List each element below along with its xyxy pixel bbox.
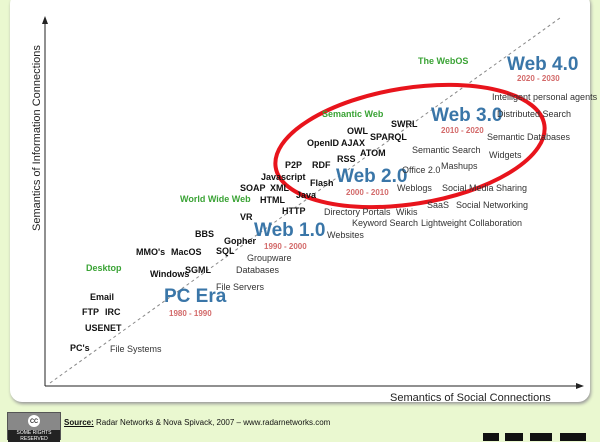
cut-off-logo-fragment [560,433,586,441]
tech-label: USENET [85,323,122,333]
app-label: Office 2.0 [402,165,441,175]
app-label: Weblogs [397,183,432,193]
tech-label: XML [270,183,289,193]
app-label: Websites [327,230,364,240]
tech-label: Javascript [261,172,306,182]
tech-label: P2P [285,160,303,170]
tech-label: OpenID [307,138,340,148]
cut-off-logo-fragment [483,433,499,441]
tech-label: Java [296,190,317,200]
trend-line [49,17,561,384]
era-title: Web 3.0 [431,105,503,126]
x-axis-arrow [576,383,584,389]
tech-label: Windows [150,269,190,279]
category-label: Semantic Web [322,109,384,119]
y-axis-arrow [42,16,48,24]
tech-label: SOAP [240,183,266,193]
era-title: PC Era [164,286,227,307]
tech-label: AJAX [341,138,366,148]
source-credit: Source: Radar Networks & Nova Spivack, 2… [64,418,330,427]
tech-label: Gopher [224,236,257,246]
era-years: 2010 - 2020 [441,126,484,135]
app-label: Social Networking [456,200,529,210]
app-label: SaaS [427,200,450,210]
tech-label: FTP [82,307,99,317]
app-label: Lightweight Collaboration [421,218,523,228]
web3-highlight-ellipse [273,82,547,210]
app-label: Wikis [396,207,418,217]
cut-off-logo-fragment [505,433,523,441]
tech-label: SQL [216,246,235,256]
tech-label: BBS [195,229,215,239]
app-label: Intelligent personal agents [492,92,598,102]
category-label: World Wide Web [180,194,251,204]
tech-label: IRC [105,307,121,317]
era-years: 2020 - 2030 [517,74,560,83]
x-axis-label: Semantics of Social Connections [390,392,551,404]
category-label: Desktop [86,263,122,273]
app-label: Social Media Sharing [442,183,528,193]
tech-label: SPARQL [370,132,407,142]
era-years: 2000 - 2010 [346,188,389,197]
cc-icon: cc [28,415,40,427]
cut-off-logo-fragment [530,433,552,441]
tech-label: ATOM [360,148,386,158]
source-label: Source: [64,418,94,427]
app-label: Mashups [441,161,478,171]
era-years: 1990 - 2000 [264,242,307,251]
creative-commons-badge[interactable]: cc SOME RIGHTS RESERVED [7,412,61,442]
app-label: Databases [236,265,280,275]
tech-label: PC's [70,343,90,353]
app-label: File Servers [216,282,265,292]
app-label: Semantic Search [412,145,481,155]
app-label: Semantic Databases [487,132,571,142]
app-label: Distributed Search [497,109,572,119]
era-title: Web 2.0 [336,166,408,187]
tech-label: HTML [260,195,285,205]
app-label: Directory Portals [324,207,391,217]
tech-label: SGML [185,265,211,275]
tech-label: VR [240,212,253,222]
app-label: Groupware [247,253,292,263]
tech-label: HTTP [282,206,306,216]
era-title: Web 1.0 [254,220,326,241]
source-text: Radar Networks & Nova Spivack, 2007 – ww… [96,418,331,427]
y-axis-label: Semantics of Information Connections [31,45,43,231]
tech-label: RDF [312,160,331,170]
era-years: 1980 - 1990 [169,309,212,318]
tech-label: MacOS [171,247,202,257]
tech-label: Flash [310,178,334,188]
category-label: The WebOS [418,56,469,66]
app-label: Keyword Search [352,218,419,228]
tech-label: SWRL [391,119,418,129]
app-label: Widgets [489,150,522,160]
diagram-panel [10,0,590,402]
tech-label: RSS [337,154,356,164]
app-label: File Systems [110,344,162,354]
tech-label: OWL [347,126,368,136]
cc-text: SOME RIGHTS RESERVED [8,430,60,442]
tech-label: MMO's [136,247,166,257]
era-title: Web 4.0 [507,54,579,75]
tech-label: Email [90,292,115,302]
